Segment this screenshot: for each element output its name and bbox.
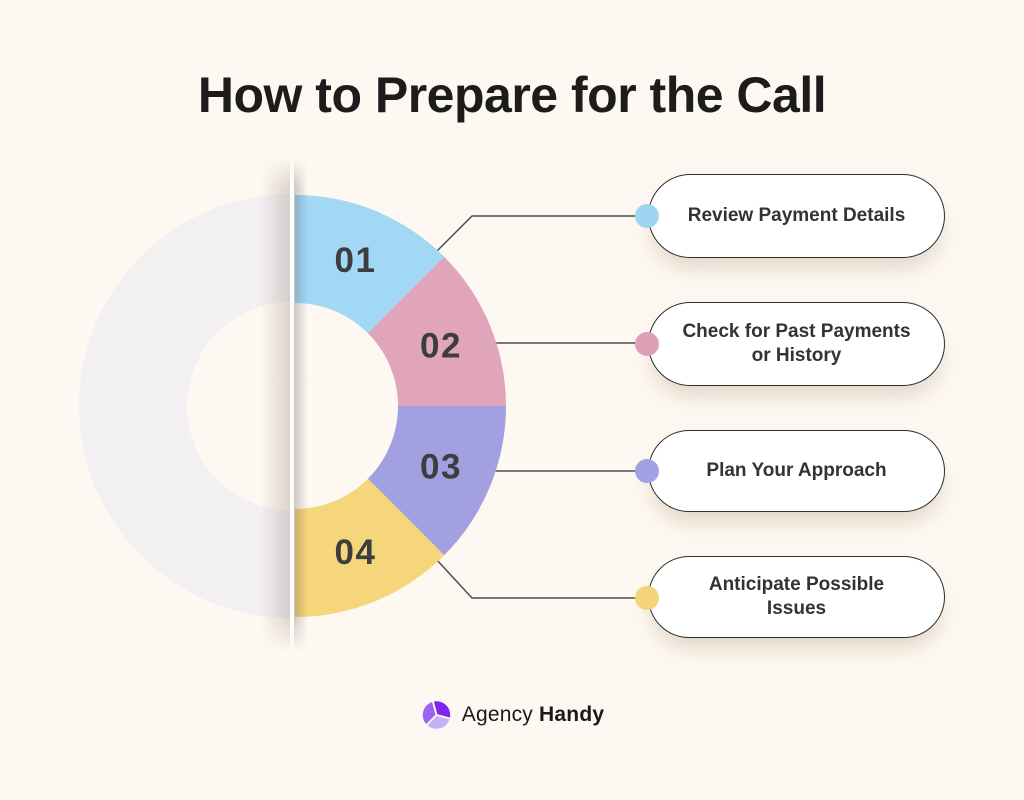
connector-line-1 — [435, 215, 648, 253]
step-pill-1-label: Review Payment Details — [687, 205, 906, 227]
step-pill-4-label: Anticipate Possible Issues — [708, 574, 885, 619]
donut-segment-02 — [367, 256, 506, 406]
segment-number-04: 04 — [335, 533, 377, 572]
brand-logo: Agency Handy — [0, 698, 1024, 732]
step-dot-4 — [635, 586, 659, 610]
connector-line-4 — [435, 558, 648, 599]
brand-logo-text: Agency Handy — [462, 703, 604, 727]
brand-name-regular: Agency — [461, 703, 533, 726]
step-pill-1[interactable]: Review Payment Details — [648, 174, 945, 258]
step-dot-1 — [635, 204, 659, 228]
step-pill-3[interactable]: Plan Your Approach — [648, 430, 945, 512]
segment-number-03: 03 — [420, 448, 462, 487]
segment-number-02: 02 — [420, 327, 462, 366]
brand-name-bold: Handy — [539, 703, 605, 726]
donut-segment-03 — [367, 406, 506, 556]
donut-segment-04 — [295, 478, 445, 617]
step-dot-3 — [635, 459, 659, 483]
step-pill-2-label: Check for Past Payments or History — [682, 321, 911, 366]
donut-segment-01 — [295, 195, 445, 334]
segment-number-01: 01 — [335, 241, 377, 280]
page-title: How to Prepare for the Call — [197, 67, 827, 123]
step-pill-2[interactable]: Check for Past Payments or History — [648, 302, 945, 386]
step-pill-3-label: Plan Your Approach — [706, 460, 887, 482]
agency-handy-icon — [420, 699, 452, 731]
step-pill-4[interactable]: Anticipate Possible Issues — [648, 556, 945, 638]
donut-gray-half — [78, 194, 291, 618]
step-dot-2 — [635, 332, 659, 356]
